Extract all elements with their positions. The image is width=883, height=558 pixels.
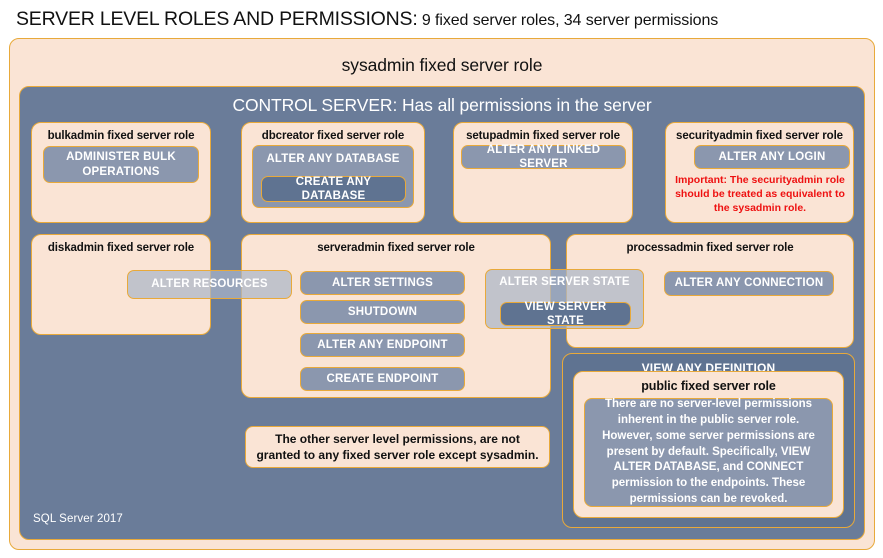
role-securityadmin[interactable]: securityadmin fixed server role <box>665 122 854 223</box>
role-diskadmin-label: diskadmin fixed server role <box>47 242 195 254</box>
other-permissions-note: The other server level permissions, are … <box>245 426 550 468</box>
permission-alter-any-endpoint[interactable]: ALTER ANY ENDPOINT <box>300 333 465 357</box>
sysadmin-role-label: sysadmin fixed server role <box>341 55 543 75</box>
sql-server-version-label: SQL Server 2017 <box>33 513 123 525</box>
role-processadmin-label: processadmin fixed server role <box>626 242 794 254</box>
permission-administer-bulk-operations[interactable]: ADMINISTER BULK OPERATIONS <box>43 146 199 183</box>
securityadmin-warning-note: Important: The securityadmin role should… <box>675 174 845 214</box>
permission-alter-any-login[interactable]: ALTER ANY LOGIN <box>694 145 850 169</box>
role-diskadmin[interactable]: diskadmin fixed server role <box>31 234 211 335</box>
page-title-subtitle: 9 fixed server roles, 34 server permissi… <box>417 12 719 29</box>
role-setupadmin-label: setupadmin fixed server role <box>466 130 620 142</box>
role-bulkadmin-label: bulkadmin fixed server role <box>47 130 195 142</box>
role-serveradmin-label: serveradmin fixed server role <box>317 242 475 254</box>
page-title: SERVER LEVEL ROLES AND PERMISSIONS: 9 fi… <box>16 8 876 36</box>
permission-create-any-database[interactable]: CREATE ANY DATABASE <box>261 176 406 202</box>
permission-alter-any-linked-server[interactable]: ALTER ANY LINKED SERVER <box>461 144 626 170</box>
control-server-label: CONTROL SERVER: Has all permissions in t… <box>232 95 652 115</box>
permission-alter-resources[interactable]: ALTER RESOURCES <box>127 270 292 299</box>
public-role-note: There are no server-level permissions in… <box>584 398 833 507</box>
permission-alter-any-connection[interactable]: ALTER ANY CONNECTION <box>664 271 834 296</box>
role-setupadmin[interactable]: setupadmin fixed server role <box>453 122 633 223</box>
permission-shutdown[interactable]: SHUTDOWN <box>300 300 465 324</box>
permission-create-endpoint[interactable]: CREATE ENDPOINT <box>300 367 465 391</box>
role-dbcreator-label: dbcreator fixed server role <box>261 130 405 142</box>
role-securityadmin-label: securityadmin fixed server role <box>676 130 843 142</box>
role-public-label: public fixed server role <box>641 379 776 393</box>
permission-alter-settings[interactable]: ALTER SETTINGS <box>300 271 465 295</box>
permission-view-server-state[interactable]: VIEW SERVER STATE <box>500 301 631 327</box>
page-title-main: SERVER LEVEL ROLES AND PERMISSIONS: <box>16 8 418 30</box>
